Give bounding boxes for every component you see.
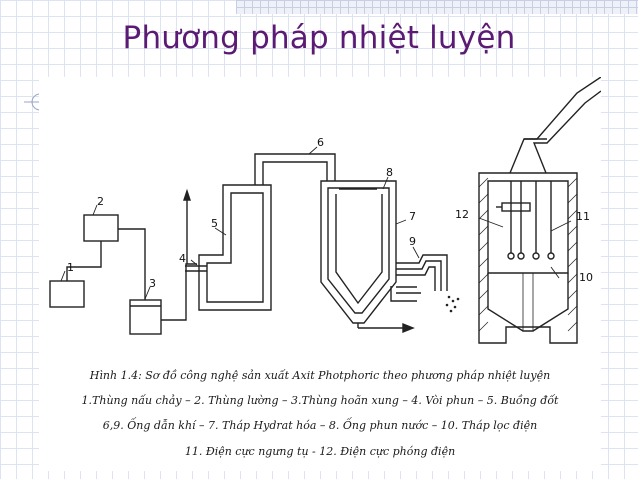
caption-line-legend-3: 11. Điện cực ngưng tụ - 12. Điện cực phó…	[184, 445, 456, 458]
process-diagram-svg: 1 2 3 4 5 6 7 8 9 10 11 12	[49, 76, 602, 344]
corner-grid-decoration	[236, 0, 638, 14]
buffer-tank	[129, 299, 162, 335]
label-3: 3	[149, 277, 156, 290]
label-6: 6	[317, 136, 324, 149]
label-5: 5	[211, 217, 218, 230]
caption-line-legend-1: 1.Thùng nấu chảy – 2. Thùng lường – 3.Th…	[81, 394, 559, 407]
caption-line-legend-2: 6,9. Ống dẫn khí – 7. Tháp Hydrat hóa – …	[102, 419, 538, 432]
combustion-chamber	[198, 184, 272, 311]
caption-line-title: Hình 1.4: Sơ đồ công nghệ sản xuất Axit …	[89, 369, 551, 382]
label-8: 8	[386, 166, 393, 179]
label-10: 10	[579, 271, 593, 284]
label-2: 2	[97, 195, 104, 208]
discharge-electrode	[501, 202, 531, 212]
label-4: 4	[179, 252, 186, 265]
label-9: 9	[409, 235, 416, 248]
label-12: 12	[455, 208, 469, 221]
label-7: 7	[409, 210, 416, 223]
label-11: 11	[576, 210, 590, 223]
figure-caption: Hình 1.4: Sơ đồ công nghệ sản xuất Axit …	[39, 359, 601, 471]
electrostatic-filter	[478, 172, 578, 344]
melting-tank	[49, 280, 85, 308]
hydration-tower	[320, 180, 397, 324]
slide-title: Phương pháp nhiệt luyện	[122, 20, 516, 56]
label-1: 1	[67, 261, 74, 274]
process-diagram: 1 2 3 4 5 6 7 8 9 10 11 12	[39, 76, 602, 359]
measuring-tank	[83, 214, 119, 242]
